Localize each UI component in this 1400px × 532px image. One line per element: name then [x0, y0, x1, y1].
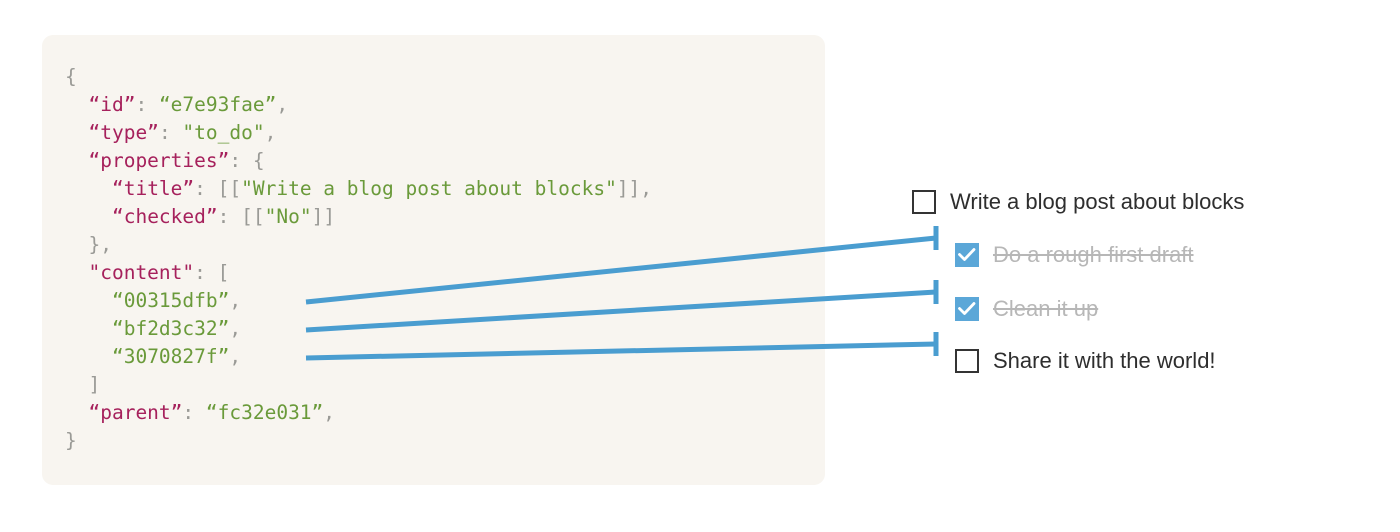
code-token-punct: :	[229, 149, 253, 172]
checklist-item[interactable]: Share it with the world!	[955, 344, 1216, 378]
code-token-punct: [[	[217, 177, 242, 200]
json-code-panel: { “id”: “e7e93fae”, “type”: "to_do", “pr…	[42, 35, 825, 485]
code-token-punct: :	[194, 261, 218, 284]
code-token-punct: [[	[241, 205, 265, 228]
code-line: “id”: “e7e93fae”,	[65, 91, 652, 119]
code-token-string: “3070827f”	[111, 345, 230, 368]
checklist-item-label: Clean it up	[993, 296, 1099, 321]
code-indent	[65, 177, 112, 200]
code-token-key: “title”	[111, 177, 195, 200]
code-line: }	[65, 427, 652, 455]
code-token-punct: ]],	[616, 177, 653, 200]
code-line: {	[65, 63, 652, 91]
checkbox-unchecked-icon[interactable]	[955, 349, 979, 373]
code-indent	[65, 121, 88, 144]
code-indent	[65, 401, 88, 424]
json-code-listing: { “id”: “e7e93fae”, “type”: "to_do", “pr…	[65, 63, 652, 455]
code-token-punct: ,	[264, 121, 277, 144]
code-token-string: "to_do"	[182, 121, 265, 144]
code-token-punct: :	[217, 205, 242, 228]
code-token-key: “id”	[88, 93, 136, 116]
code-token-key: “checked”	[111, 205, 218, 228]
checklist-item-label: Write a blog post about blocks	[950, 189, 1245, 214]
code-indent	[65, 345, 112, 368]
checklist-item-label: Share it with the world!	[993, 348, 1216, 373]
code-token-string: "Write a blog post about blocks"	[241, 177, 617, 200]
code-token-string: “bf2d3c32”	[111, 317, 230, 340]
code-indent	[65, 149, 88, 172]
code-indent	[65, 317, 112, 340]
code-token-punct: }	[65, 429, 77, 452]
code-token-string: “00315dfb”	[111, 289, 230, 312]
code-token-punct: ]	[65, 373, 101, 396]
checklist-item[interactable]: Do a rough first draft	[955, 238, 1194, 272]
code-line: “title”: [["Write a blog post about bloc…	[65, 175, 652, 203]
code-token-punct: :	[135, 93, 159, 116]
code-token-punct: {	[65, 65, 77, 88]
code-line: “00315dfb”,	[65, 287, 652, 315]
code-token-punct: :	[182, 401, 206, 424]
code-line: “3070827f”,	[65, 343, 652, 371]
code-token-punct: ]]	[311, 205, 336, 228]
checklist-item-label: Do a rough first draft	[993, 242, 1194, 267]
code-token-punct: ,	[229, 289, 242, 312]
code-token-string: “e7e93fae”	[158, 93, 277, 116]
code-token-punct: ,	[229, 317, 242, 340]
code-line: ]	[65, 371, 652, 399]
code-line: “properties”: {	[65, 147, 652, 175]
code-token-punct: ,	[323, 401, 336, 424]
checklist-item[interactable]: Write a blog post about blocks	[912, 185, 1244, 219]
code-token-punct: [	[217, 261, 230, 284]
code-token-key: “properties”	[88, 149, 230, 172]
code-indent	[65, 261, 88, 284]
code-token-key: “type”	[88, 121, 159, 144]
code-token-string: "No"	[264, 205, 312, 228]
checkbox-checked-icon[interactable]	[955, 297, 979, 321]
code-line: "content": [	[65, 259, 652, 287]
code-line: },	[65, 231, 652, 259]
checklist-item[interactable]: Clean it up	[955, 292, 1098, 326]
code-token-punct: },	[65, 233, 112, 256]
code-indent	[65, 93, 88, 116]
code-token-punct: :	[194, 177, 218, 200]
checkbox-checked-icon[interactable]	[955, 243, 979, 267]
code-line: “bf2d3c32”,	[65, 315, 652, 343]
code-line: “checked”: [["No"]]	[65, 203, 652, 231]
code-token-key: “parent”	[88, 401, 183, 424]
code-indent	[65, 205, 112, 228]
checkbox-unchecked-icon[interactable]	[912, 190, 936, 214]
code-line: “parent”: “fc32e031”,	[65, 399, 652, 427]
code-token-punct: :	[158, 121, 183, 144]
code-token-key: "content"	[88, 261, 195, 284]
code-token-punct: ,	[229, 345, 242, 368]
code-indent	[65, 289, 112, 312]
code-token-punct: {	[252, 149, 265, 172]
code-token-punct: ,	[276, 93, 289, 116]
code-token-string: “fc32e031”	[205, 401, 324, 424]
code-line: “type”: "to_do",	[65, 119, 652, 147]
